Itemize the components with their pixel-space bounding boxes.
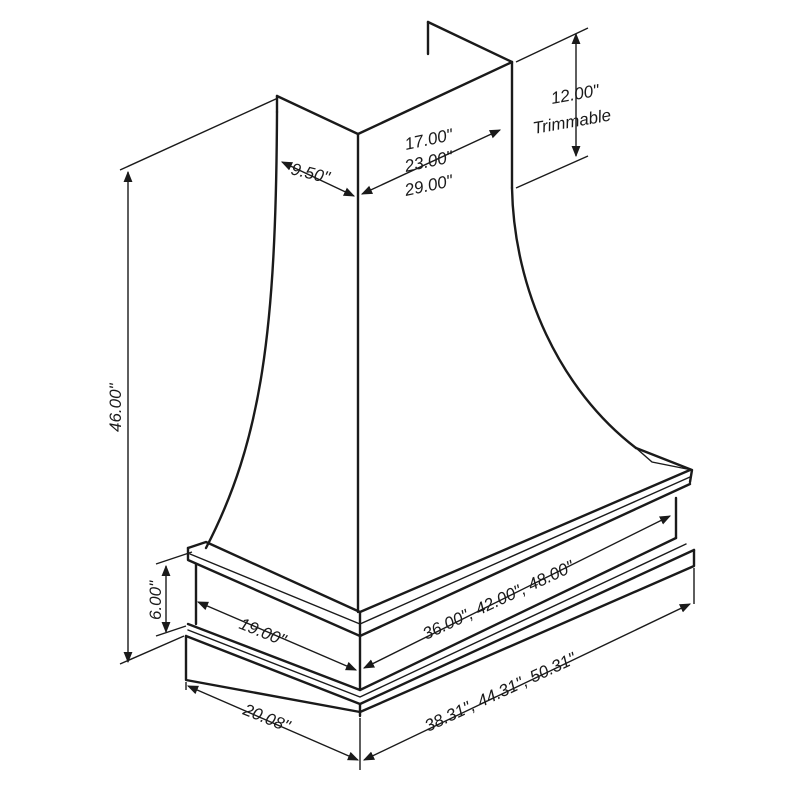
base-top-edge xyxy=(186,536,678,692)
crown-bottom-edge xyxy=(186,482,692,638)
dim-chimney-depth: 9.50" xyxy=(280,159,356,197)
label-base-depth: 20.08" xyxy=(240,700,294,737)
hood-right-curve xyxy=(510,186,638,450)
crown-molding xyxy=(186,468,692,638)
label-band-height: 6.00" xyxy=(146,580,165,620)
label-chimney-extension: 12.00" xyxy=(549,81,601,108)
dim-chimney-extension: 12.00" Trimmable xyxy=(515,27,613,189)
dim-band-height: 6.00" xyxy=(146,551,193,637)
chimney-top-rim xyxy=(275,60,514,136)
crown-top-edge xyxy=(186,468,692,614)
label-hood-widths: 36.00", 42.00", 48.00" xyxy=(420,556,578,643)
label-base-widths: 38.31", 44.31", 50.31" xyxy=(422,648,580,735)
hood-lip-bevel xyxy=(635,447,693,471)
dim-chimney-width: 17.00" 23.00" 29.00" xyxy=(360,125,502,200)
label-chimney-depth: 9.50" xyxy=(289,159,332,187)
label-chimney-width-3: 29.00" xyxy=(402,171,455,200)
chimney xyxy=(275,20,514,614)
hood-body xyxy=(204,110,694,550)
label-overall-height: 46.00" xyxy=(106,382,125,432)
hood-left-curve xyxy=(204,110,279,550)
crown-mid-line xyxy=(189,476,691,625)
label-trimmable: Trimmable xyxy=(531,106,612,138)
dim-hood-width: 36.00", 42.00", 48.00" xyxy=(362,515,672,669)
dim-overall-height: 46.00" xyxy=(106,97,279,665)
band xyxy=(194,496,678,692)
